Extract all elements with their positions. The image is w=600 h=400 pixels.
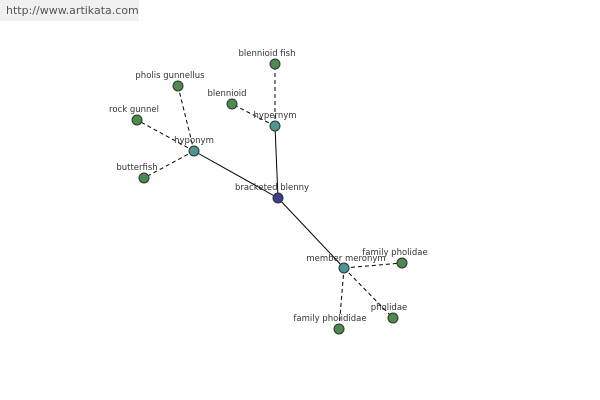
leaf-label[interactable]: pholidae [371,303,408,313]
edge-member-meronym-leaf [338,267,345,330]
center-label[interactable]: bracketed blenny [235,183,309,193]
leaf-node[interactable] [387,312,399,324]
leaf-label[interactable]: blennioid [207,89,246,99]
edge-hyponym-leaf [143,150,195,179]
nodes-layer [131,58,408,335]
leaf-node[interactable] [269,58,281,70]
relation-node-member-meronym[interactable] [338,262,350,274]
source-url[interactable]: http://www.artikata.com [0,0,139,21]
edge-hypernym-leaf [231,103,276,127]
leaf-node[interactable] [396,257,408,269]
edges-layer [136,64,403,330]
relation-node-hypernym[interactable] [269,120,281,132]
leaf-node[interactable] [333,323,345,335]
leaf-node[interactable] [172,80,184,92]
leaf-label[interactable]: family pholidae [362,248,427,258]
leaf-node[interactable] [138,172,150,184]
leaf-label[interactable]: pholis gunnellus [135,71,205,81]
relation-label-hyponym[interactable]: hyponym [174,136,214,146]
relation-label-member-meronym[interactable]: member meronym [306,254,385,264]
edge-center-to-hypernym [274,125,279,199]
labels-layer: pholis gunnellus rock gunnel butterfish hyp… [109,49,428,324]
edge-hyponym-leaf [136,119,195,152]
leaf-node[interactable] [131,114,143,126]
relation-node-hyponym[interactable] [188,145,200,157]
edge-member-meronym-leaf [343,267,394,319]
leaf-label[interactable]: butterfish [116,163,157,173]
center-node[interactable] [272,192,284,204]
relation-label-hypernym[interactable]: hypernym [253,111,296,121]
edge-member-meronym-leaf [343,262,403,269]
edge-center-to-member-meronym [277,197,345,269]
leaf-node[interactable] [226,98,238,110]
leaf-label[interactable]: rock gunnel [109,105,159,115]
edge-center-to-hyponym [193,150,279,199]
leaf-label[interactable]: family pholididae [293,314,366,324]
leaf-label[interactable]: blennioid fish [239,49,296,59]
